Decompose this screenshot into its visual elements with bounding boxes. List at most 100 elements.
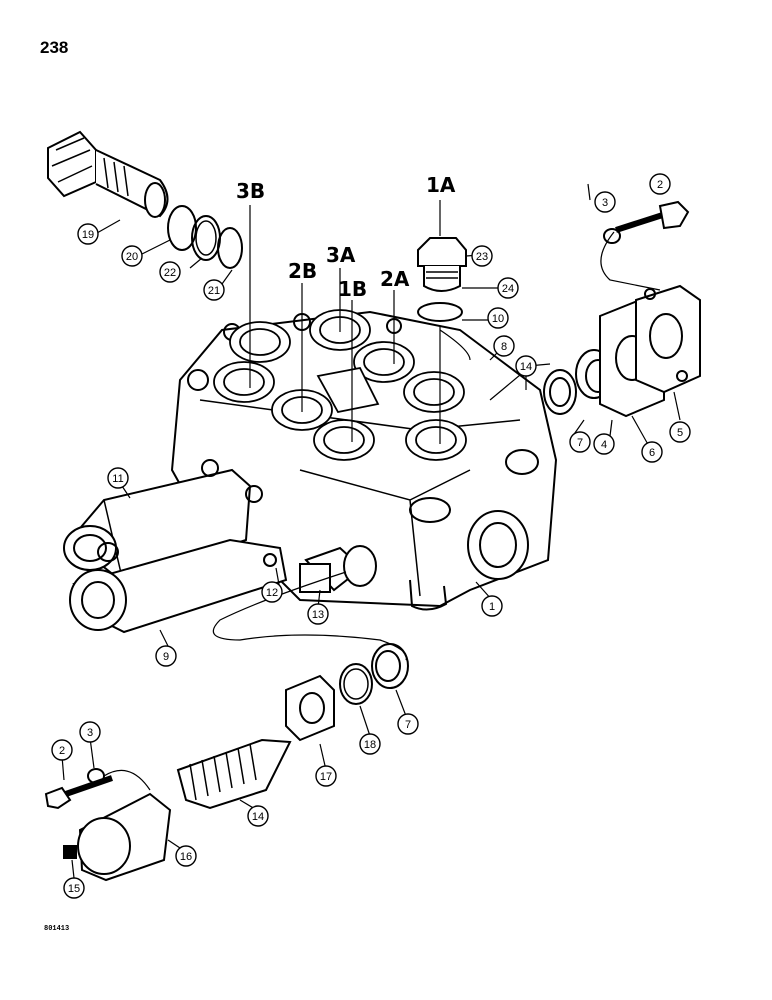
callout-9: 9	[155, 645, 177, 667]
port-label-group: 3B 2B 3A 1B 2A 1A	[236, 173, 456, 301]
callout-number: 20	[126, 251, 138, 263]
callout-circle	[569, 431, 591, 453]
callout-13: 13	[307, 603, 329, 625]
callout-circle	[487, 307, 509, 329]
callout-23: 23	[471, 245, 493, 267]
callout-24: 24	[497, 277, 519, 299]
backup-ring-22	[191, 215, 221, 261]
callout-circle	[593, 433, 615, 455]
callout-circle	[63, 877, 85, 899]
callout-circle	[497, 277, 519, 299]
callout-15: 15	[63, 877, 85, 899]
callout-14: 14	[247, 805, 269, 827]
callout-number: 22	[164, 267, 176, 279]
callout-5: 5	[669, 421, 691, 443]
callout-circle	[261, 581, 283, 603]
cap-16	[77, 792, 172, 882]
callout-circle	[79, 721, 101, 743]
callout-11: 11	[107, 467, 129, 489]
plate-5	[635, 284, 701, 394]
callout-circle	[203, 279, 225, 301]
callout-number: 2	[59, 745, 65, 757]
callout-circle	[247, 805, 269, 827]
callout-22: 22	[159, 261, 181, 283]
callout-circle	[107, 467, 129, 489]
spring-14	[176, 738, 292, 810]
callout-number: 13	[312, 609, 324, 621]
callout-circle	[155, 645, 177, 667]
callout-circle	[175, 845, 197, 867]
callout-number: 6	[649, 447, 655, 459]
callout-circle	[51, 739, 73, 761]
valve-ports	[213, 309, 467, 461]
plate-17	[285, 674, 335, 742]
backup-ring-18	[339, 663, 373, 705]
callout-circle	[121, 245, 143, 267]
callout-2: 2	[51, 739, 73, 761]
callout-circle	[641, 441, 663, 463]
callout-number: 8	[501, 341, 507, 353]
callout-number: 12	[266, 587, 278, 599]
callout-circle	[649, 173, 671, 195]
callout-circle	[471, 245, 493, 267]
callout-number: 3	[602, 197, 608, 209]
callout-circle	[397, 713, 419, 735]
callout-circle	[493, 335, 515, 357]
callout-number: 1	[489, 601, 495, 613]
callout-21: 21	[203, 279, 225, 301]
callout-number: 11	[112, 473, 123, 485]
cap-screw-2-top	[615, 200, 690, 233]
callout-number: 2	[657, 179, 663, 191]
callout-number: 24	[502, 283, 514, 295]
callout-20: 20	[121, 245, 143, 267]
o-ring-24	[417, 302, 463, 322]
callout-number: 14	[520, 361, 532, 373]
callout-16: 16	[175, 845, 197, 867]
spool-end-13	[299, 545, 377, 593]
callout-2: 2	[649, 173, 671, 195]
callout-number: 10	[492, 313, 504, 325]
plug-23	[417, 237, 467, 292]
callout-group: 1234567891011121314151617181920212223242…	[51, 173, 691, 899]
callout-number: 14	[252, 811, 264, 823]
page-number: 238	[40, 38, 69, 57]
port-label-3b: 3B	[236, 179, 265, 203]
callout-circle	[359, 733, 381, 755]
callout-circle	[315, 765, 337, 787]
callout-number: 3	[87, 727, 93, 739]
callout-number: 4	[601, 439, 607, 451]
callout-number: 5	[677, 427, 683, 439]
wiper-seal-7-top	[543, 369, 577, 415]
callout-circle	[159, 261, 181, 283]
callout-circle	[481, 595, 503, 617]
seal-ring-21	[217, 227, 243, 269]
port-label-1a: 1A	[426, 173, 456, 197]
callout-circle	[77, 223, 99, 245]
port-reference-lines	[249, 200, 441, 444]
callout-number: 18	[364, 739, 376, 751]
port-label-3a: 3A	[326, 243, 356, 267]
callout-number: 16	[180, 851, 192, 863]
callout-7: 7	[397, 713, 419, 735]
callout-number: 23	[476, 251, 488, 263]
fitting-19	[47, 130, 169, 218]
port-label-1b: 1B	[338, 277, 367, 301]
callout-1: 1	[481, 595, 503, 617]
callout-19: 19	[77, 223, 99, 245]
callout-6: 6	[641, 441, 663, 463]
set-screw-15	[63, 845, 77, 859]
callout-number: 15	[68, 883, 80, 895]
lock-washer-3-top	[603, 228, 621, 244]
callout-number: 7	[577, 437, 583, 449]
callout-circle	[515, 355, 537, 377]
callout-circle	[594, 191, 616, 213]
drawing-code: 801413	[44, 925, 70, 933]
callout-number: 9	[163, 651, 169, 663]
callout-circle	[307, 603, 329, 625]
callout-3: 3	[79, 721, 101, 743]
callout-8: 8	[493, 335, 515, 357]
callout-14: 14	[515, 355, 537, 377]
callout-number: 19	[82, 229, 94, 241]
port-label-2a: 2A	[380, 267, 410, 291]
